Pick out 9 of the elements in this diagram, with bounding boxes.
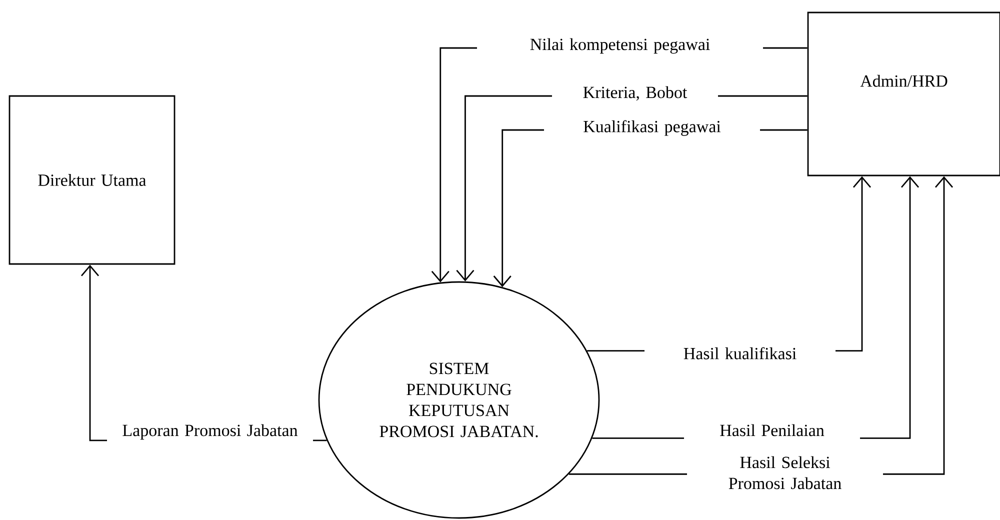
edge-label: Hasil Seleksi Promosi Jabatan xyxy=(687,453,883,492)
entity-box: Admin/HRD xyxy=(807,12,1000,176)
entity-box: Direktur Utama xyxy=(8,95,176,265)
edge-label: Kualifikasi pegawai xyxy=(544,117,760,139)
edge-label: Hasil Penilaian xyxy=(684,421,860,440)
edge-label: Hasil kualifikasi xyxy=(644,344,836,362)
edge-label: Laporan Promosi Jabatan xyxy=(107,421,313,443)
edge-label: Kriteria, Bobot xyxy=(552,83,718,104)
edge-label: Nilai kompetensi pegawai xyxy=(477,35,763,57)
